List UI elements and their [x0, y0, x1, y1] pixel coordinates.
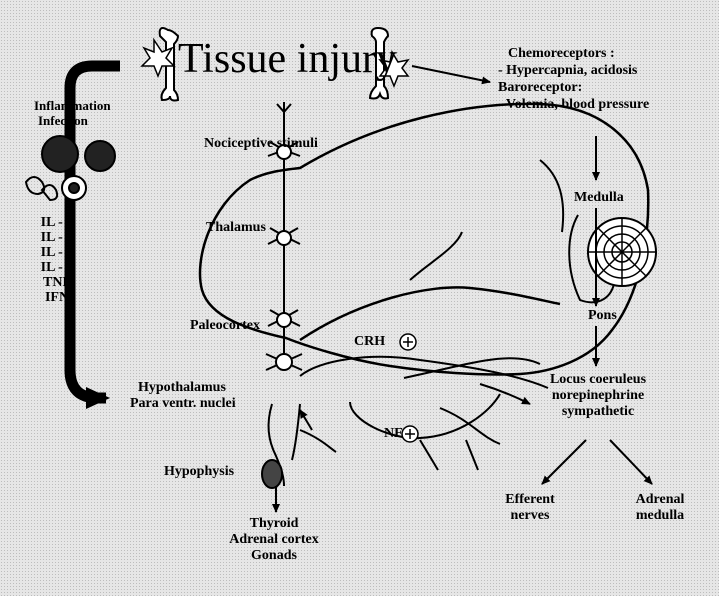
paleocortex-label: Paleocortex — [190, 318, 260, 334]
diagram-title: Tissue injury — [178, 36, 397, 82]
cytokine-item: IL - 2 — [12, 230, 102, 245]
neuron-paleocortex-icon — [268, 310, 300, 332]
para-ventr-label: Para ventr. nuclei — [130, 396, 236, 412]
crh-label: CRH — [354, 334, 385, 350]
adrenal-cortex-label: Adrenal cortex — [214, 532, 334, 548]
inflammatory-cells-icon — [26, 136, 115, 200]
cytokine-item: IFN — [12, 290, 102, 305]
arrow-to-adrenal — [610, 440, 652, 484]
thyroid-label: Thyroid — [224, 516, 324, 532]
pons-label: Pons — [588, 308, 617, 324]
medulla-bottom-label: medulla — [620, 508, 700, 524]
infection-label: Infection — [38, 113, 88, 129]
cytokine-item: IL - 1 — [12, 215, 102, 230]
ne-label: NE — [384, 426, 403, 442]
neuron-thalamus-icon — [268, 228, 300, 250]
inflammation-label: Inflammation — [34, 98, 111, 114]
baroreceptor-item: - Volemia, blood pressure — [498, 97, 649, 113]
medulla-label: Medulla — [574, 190, 624, 206]
chemoreceptors-item: - Hypercapnia, acidosis — [498, 63, 637, 79]
cytokine-list: IL - 1 IL - 2 IL - 3 IL - 6 TNF IFN — [12, 215, 102, 305]
hypophysis-gland-icon — [262, 460, 282, 488]
cytokine-item: IL - 6 — [12, 260, 102, 275]
arrow-back-to-hypothalamus — [300, 410, 312, 430]
nerves-label: nerves — [490, 508, 570, 524]
nociceptive-label: Nociceptive stimuli — [204, 136, 318, 152]
adrenal-label: Adrenal — [620, 492, 700, 508]
hypothalamus-label: Hypothalamus — [138, 380, 226, 396]
hypophysis-label: Hypophysis — [164, 464, 234, 480]
cerebellum-icon — [588, 218, 656, 286]
arrow-to-efferent — [542, 440, 586, 484]
cytokine-item: IL - 3 — [12, 245, 102, 260]
efferent-label: Efferent — [490, 492, 570, 508]
arrow-injury-to-chemoreceptors — [412, 66, 490, 82]
locus-coeruleus-label: Locus coeruleus — [536, 372, 660, 388]
baroreceptor-heading: Baroreceptor: — [498, 80, 582, 96]
cytokine-item: TNF — [12, 275, 102, 290]
sympathetic-label: sympathetic — [536, 404, 660, 420]
crh-plus-icon — [400, 334, 416, 350]
norepinephrine-label: norepinephrine — [536, 388, 660, 404]
thalamus-label: Thalamus — [206, 220, 266, 236]
gonads-label: Gonads — [224, 548, 324, 564]
neuron-hypothalamus-icon — [266, 354, 302, 370]
chemoreceptors-heading: Chemoreceptors : — [508, 46, 615, 62]
ne-plus-icon — [402, 426, 418, 442]
arrow-to-locus — [480, 384, 530, 404]
